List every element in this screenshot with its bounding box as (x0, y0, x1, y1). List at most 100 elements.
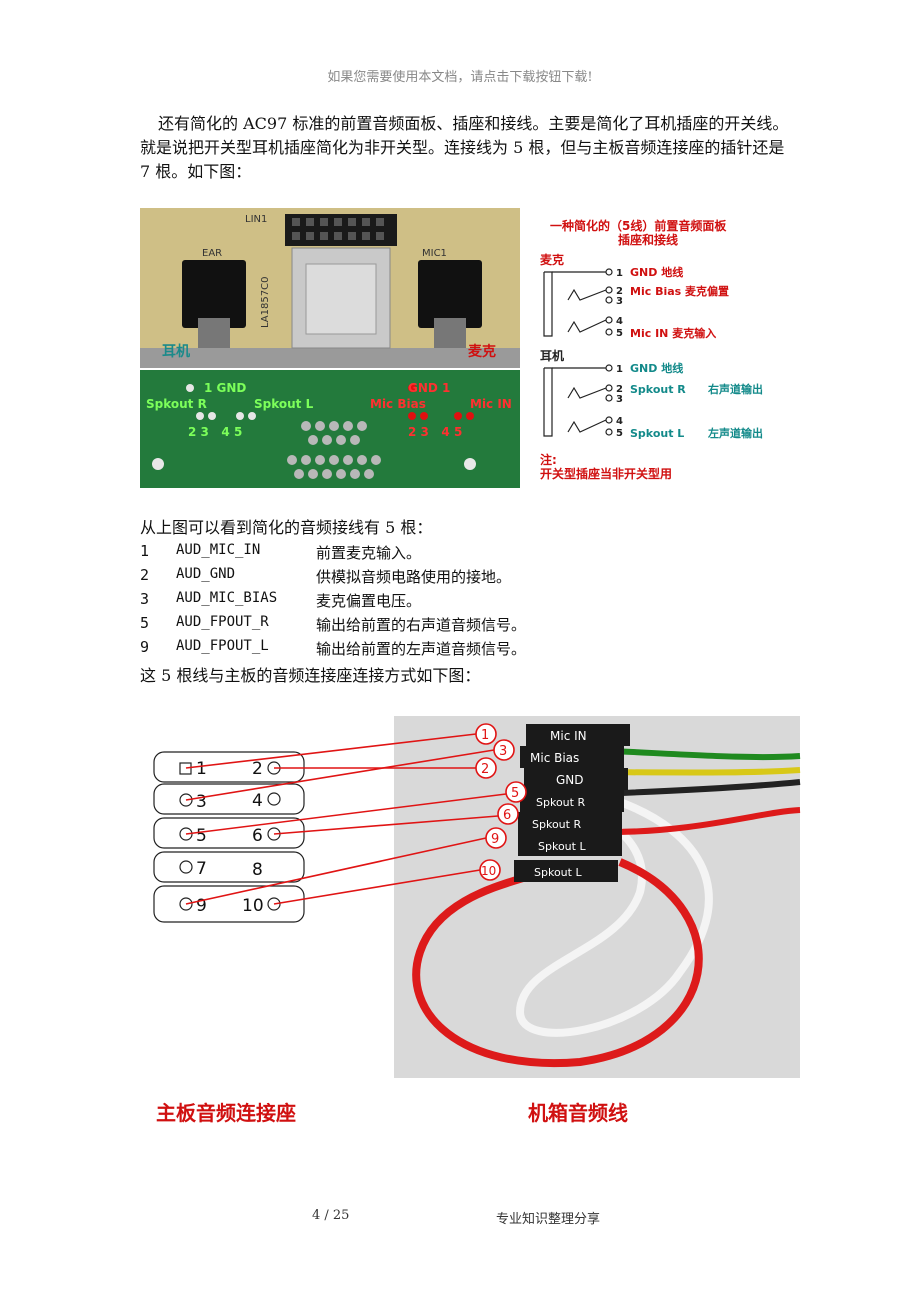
connector-gnd: GND (556, 773, 584, 787)
marker-1: 1 (481, 728, 489, 743)
ear-jack (182, 260, 246, 328)
pin-numbers-left: 2 3 4 5 (188, 425, 242, 439)
signal-number: 9 (140, 638, 150, 656)
pin-1: 1 (196, 759, 207, 779)
ear-n1: 1 (616, 364, 623, 375)
connector-spkout-r-1: Spkout R (536, 796, 585, 809)
wiring-schematic: 一种简化的（5线）前置音频面板 插座和接线 麦克 1 2 3 4 5 GND 地… (540, 218, 763, 481)
signal-number: 3 (140, 590, 150, 608)
list-item: 3 AUD_MIC_BIAS 麦克偏置电压。 (140, 590, 740, 614)
signal-name: AUD_FPOUT_L (176, 638, 269, 654)
ear-n2: 2 (616, 384, 623, 395)
mic-jack (418, 260, 482, 328)
tag-mic: 麦克 (468, 343, 496, 360)
marker-5: 5 (511, 786, 519, 801)
pin-numbers-right: 2 3 4 5 (408, 425, 462, 439)
panel-metal-strip (140, 348, 520, 368)
mic-n4: 4 (616, 316, 623, 327)
pin-6: 6 (252, 826, 263, 846)
signal-name: AUD_MIC_BIAS (176, 590, 278, 606)
ear-pin2-label: Spkout R (630, 383, 686, 396)
pin-4: 4 (252, 791, 263, 811)
connector-spkout-r-2: Spkout R (532, 818, 581, 831)
marker-2: 2 (481, 762, 489, 777)
caption-cable: 机箱音频线 (528, 1101, 628, 1125)
pin-3: 3 (196, 792, 207, 812)
ear-n4: 4 (616, 416, 623, 427)
mic-pin1-label: GND 地线 (630, 265, 683, 279)
pin-5: 5 (196, 826, 207, 846)
pin-9: 9 (196, 896, 207, 916)
page-number: 4 / 25 (312, 1208, 350, 1223)
marker-10: 10 (481, 864, 496, 878)
connector-mic-bias: Mic Bias (530, 751, 579, 765)
red-wire (412, 858, 703, 1068)
signal-desc: 输出给前置的左声道音频信号。 (316, 640, 527, 658)
signal-list-intro: 从上图可以看到简化的音频接线有 5 根： (140, 518, 433, 537)
signal-number: 1 (140, 542, 150, 560)
connector-spkout-l-1: Spkout L (538, 840, 586, 853)
caption-header: 主板音频连接座 (156, 1101, 296, 1125)
download-notice: 如果您需要使用本文档，请点击下载按钮下载! (327, 70, 593, 85)
pin-spkout-l: Spkout L (254, 397, 314, 411)
signal-number: 5 (140, 614, 150, 632)
schematic-mic-label: 麦克 (540, 252, 564, 267)
pin-spkout-r: Spkout R (146, 397, 207, 411)
part-number: LA1857C0 (260, 277, 271, 328)
ear-pin1-label: GND 地线 (630, 361, 683, 375)
connection-intro: 这 5 根线与主板的音频连接座连接方式如下图： (140, 666, 481, 685)
signal-desc: 麦克偏置电压。 (316, 592, 422, 610)
signal-desc: 输出给前置的右声道音频信号。 (316, 616, 527, 634)
mic-n2: 2 (616, 286, 623, 297)
ear-pin5-cn: 左声道输出 (707, 426, 763, 440)
signal-name: AUD_MIC_IN (176, 542, 261, 558)
mic-n5: 5 (616, 328, 623, 339)
connector-mic-in: Mic IN (550, 729, 587, 743)
signal-name: AUD_GND (176, 566, 236, 582)
list-item: 5 AUD_FPOUT_R 输出给前置的右声道音频信号。 (140, 614, 740, 638)
pin-gnd-left: 1 GND (204, 381, 246, 395)
schematic-title-2: 插座和接线 (618, 232, 678, 247)
schematic-ear-label: 耳机 (540, 348, 564, 363)
connection-figure: Mic IN Mic Bias GND Spkout R Spkout R Sp… (153, 716, 801, 1125)
usb-port-inner (305, 263, 377, 335)
tag-ear: 耳机 (162, 343, 190, 360)
intro-paragraph: 还有简化的 AC97 标准的前置音频面板、插座和接线。主要是简化了耳机插座的开关… (140, 114, 789, 181)
ear-pin2-cn: 右声道输出 (707, 382, 763, 396)
mic-pin2-label: Mic Bias 麦克偏置 (630, 284, 729, 298)
ear-pin5-label: Spkout L (630, 427, 684, 440)
circled-markers (475, 723, 527, 881)
signal-number: 2 (140, 566, 150, 584)
signal-list: 1 AUD_MIC_IN 前置麦克输入。 2 AUD_GND 供模拟音频电路使用的接地。… (140, 542, 740, 662)
connector-spkout-l-2: Spkout L (534, 866, 582, 879)
list-item: 2 AUD_GND 供模拟音频电路使用的接地。 (140, 566, 740, 590)
connection-lines (185, 733, 507, 905)
mic-n3: 3 (616, 296, 623, 307)
signal-desc: 前置麦克输入。 (316, 544, 422, 562)
front-panel-figure: LIN1 EAR MIC1 LA1857C0 耳机 麦克 1 GND Spkou… (140, 208, 763, 488)
white-wire (515, 798, 713, 1037)
signal-name: AUD_FPOUT_R (176, 614, 269, 630)
header-pinout (153, 751, 305, 923)
pin-mic-in: Mic IN (470, 397, 512, 411)
marker-6: 6 (503, 808, 511, 823)
schematic-note-text: 开关型插座当非开关型用 (540, 466, 672, 481)
schematic-note-title: 注: (540, 452, 557, 467)
pin-mic-bias: Mic Bias (370, 397, 426, 411)
ear-n3: 3 (616, 394, 623, 405)
ear-jack-barrel (198, 318, 230, 348)
header-label: LIN1 (245, 214, 267, 225)
schematic-title-1: 一种简化的（5线）前置音频面板 (550, 218, 727, 233)
pin-8: 8 (252, 860, 263, 880)
pin-gnd-right: GND 1 (408, 381, 450, 395)
signal-desc: 供模拟音频电路使用的接地。 (316, 568, 512, 586)
ear-jack-label: EAR (202, 248, 222, 259)
connector-block (514, 724, 630, 882)
mic-jack-label: MIC1 (422, 248, 447, 259)
pin-7: 7 (196, 859, 207, 879)
pin-10: 10 (242, 896, 264, 916)
ear-n5: 5 (616, 428, 623, 439)
pin-2: 2 (252, 759, 263, 779)
mic-jack-barrel (434, 318, 466, 348)
marker-9: 9 (491, 832, 499, 847)
